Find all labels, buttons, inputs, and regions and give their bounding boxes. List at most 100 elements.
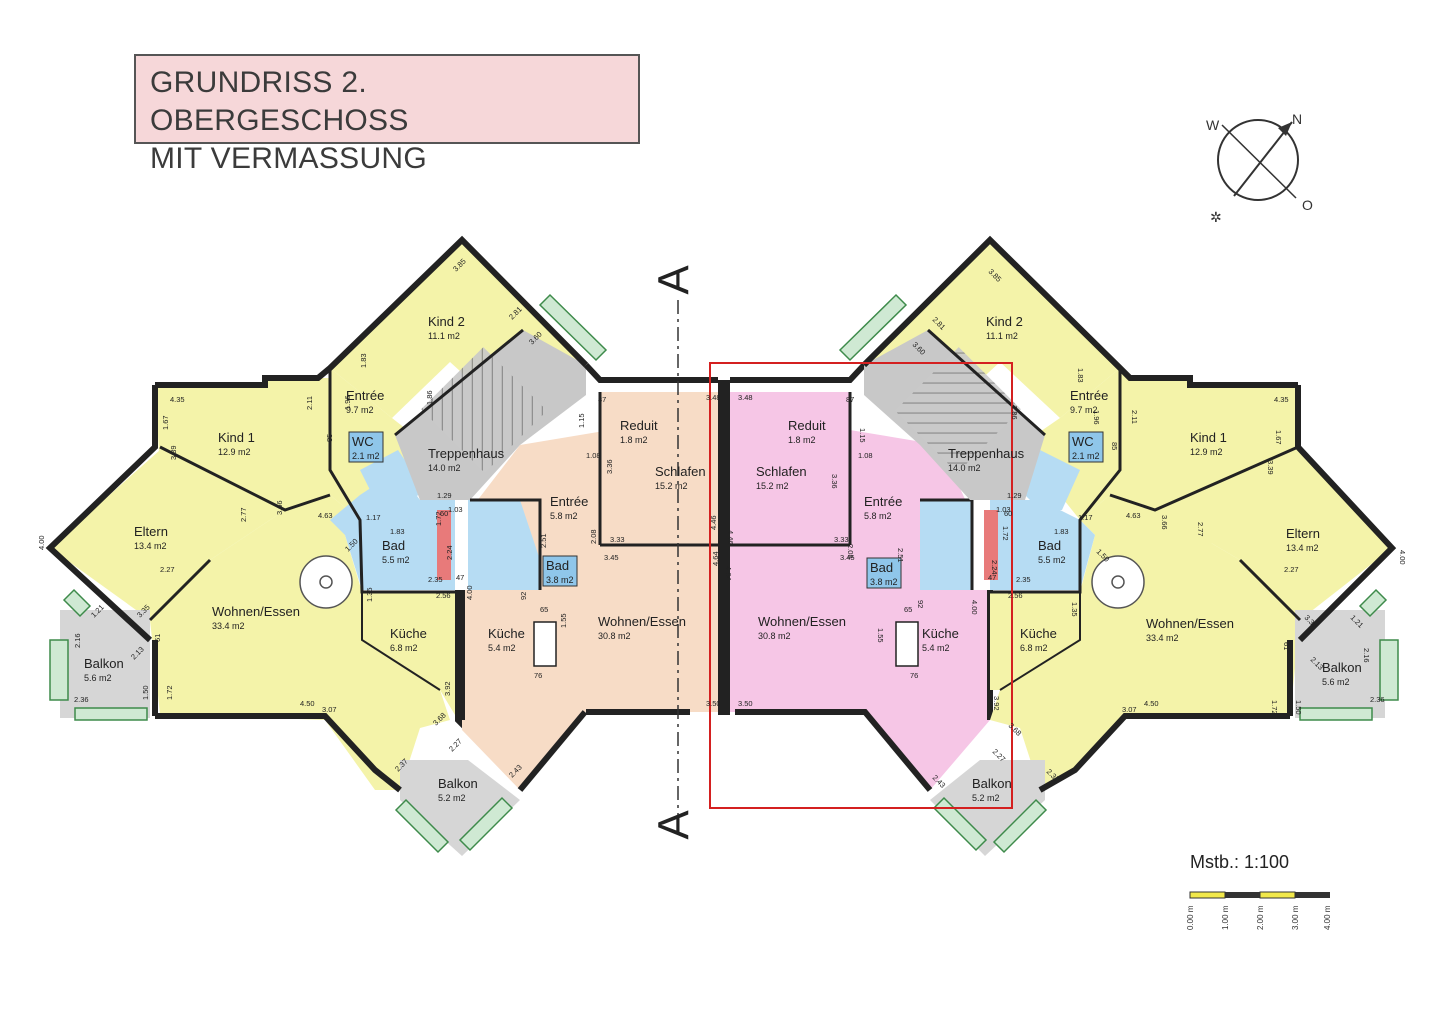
svg-text:✲: ✲: [1210, 209, 1222, 225]
dimension-label: 1.86: [1010, 405, 1019, 420]
dimension-label: 1.03: [448, 505, 463, 514]
party-wall: [718, 380, 730, 715]
room-area: 3.8 m2: [546, 575, 574, 585]
dimension-label: 1.50: [1294, 700, 1303, 715]
dimension-label: 2.77: [239, 507, 248, 522]
room-name: Wohnen/Essen: [758, 614, 846, 629]
dimension-label: 3.45: [604, 553, 619, 562]
room-area: 15.2 m2: [756, 481, 789, 491]
room-name: Treppenhaus: [428, 446, 505, 461]
dimension-label: 85: [1110, 442, 1119, 450]
title-line-1: GRUNDRISS 2. OBERGESCHOSS: [150, 66, 409, 137]
dimension-label: 61: [1282, 642, 1291, 650]
room-name: Entrée: [550, 494, 588, 509]
room-area: 5.6 m2: [1322, 677, 1350, 687]
dimension-label: 65: [904, 605, 912, 614]
dimension-label: 3.66: [275, 500, 284, 515]
room-area: 13.4 m2: [1286, 543, 1319, 553]
dimension-label: 47: [988, 573, 996, 582]
room-area: 12.9 m2: [218, 447, 251, 457]
room-area: 5.8 m2: [550, 511, 578, 521]
dimension-label: 4.00: [37, 535, 46, 550]
room-bad-right: [990, 500, 1095, 590]
room-name: Bad: [1038, 538, 1061, 553]
dimension-label: 4.64: [724, 566, 733, 581]
room-name: Bad: [546, 558, 569, 573]
dimension-label: 76: [534, 671, 542, 680]
room-name: Kind 1: [218, 430, 255, 445]
dimension-label: 92: [916, 600, 925, 608]
room-area: 2.1 m2: [1072, 451, 1100, 461]
room-label-box: [348, 431, 384, 463]
room-area: 5.4 m2: [922, 643, 950, 653]
dimension-label: 4.63: [318, 511, 333, 520]
dimension-label: 4.50: [300, 699, 315, 708]
dimension-label: 3.92: [443, 681, 452, 696]
room-area: 33.4 m2: [212, 621, 245, 631]
room-area: 5.2 m2: [438, 793, 466, 803]
room-wc-left: [360, 450, 425, 510]
dimension-label: 2.16: [73, 633, 82, 648]
scale-tick-0: 0.00 m: [1186, 905, 1195, 930]
dimension-label: 1.83: [359, 353, 368, 368]
room-area: 6.8 m2: [390, 643, 418, 653]
dimension-label: 2.08: [846, 544, 855, 559]
left-inner-unit: [459, 362, 718, 792]
svg-text:W: W: [1206, 117, 1220, 133]
dimension-label: 4.64: [711, 551, 720, 566]
room-name: Kind 1: [1190, 430, 1227, 445]
dimension-label: 85: [325, 434, 334, 442]
room-area: 5.6 m2: [84, 673, 112, 683]
balkon-west-left: [60, 610, 150, 718]
room-area: 30.8 m2: [598, 631, 631, 641]
dimension-label: 3.45: [840, 553, 855, 562]
room-area: 14.0 m2: [428, 463, 461, 473]
room-area: 2.1 m2: [352, 451, 380, 461]
room-area: 6.8 m2: [1020, 643, 1048, 653]
dimension-label: 2.77: [1196, 522, 1205, 537]
dimension-label: 2.16: [1362, 648, 1371, 663]
scale-label: Mstb.: 1:100: [1190, 852, 1290, 872]
room-name: Balkon: [1322, 660, 1362, 675]
room-name: Balkon: [438, 776, 478, 791]
room-kueche-left: [362, 592, 458, 720]
compass-icon: W N O ✲: [1206, 111, 1313, 225]
room-area: 11.1 m2: [428, 331, 460, 341]
dimension-label: 1.83: [390, 527, 405, 536]
dimension-label: 1.55: [559, 613, 568, 628]
dimension-label: 1.17: [366, 513, 381, 522]
scale-tick-4: 4.00 m: [1323, 905, 1332, 930]
room-name: Eltern: [1286, 526, 1320, 541]
room-name: Wohnen/Essen: [212, 604, 300, 619]
room-name: Schlafen: [655, 464, 706, 479]
room-bad-mid-left: [468, 500, 540, 590]
dimension-label: 2.56: [1008, 591, 1023, 600]
room-name: Küche: [488, 626, 525, 641]
room-name: Wohnen/Essen: [598, 614, 686, 629]
dimension-label: 2.51: [896, 548, 905, 563]
room-label-box: [1068, 431, 1104, 463]
dimension-label: 3.92: [992, 696, 1001, 711]
room-area: 12.9 m2: [1190, 447, 1223, 457]
dimension-label: 2.11: [305, 396, 314, 410]
room-name: Entrée: [346, 388, 384, 403]
svg-text:O: O: [1302, 197, 1313, 213]
room-reduit-left: [610, 415, 665, 450]
dimension-label: 3.39: [169, 445, 178, 460]
right-outer-unit: [838, 235, 1399, 856]
room-wohnen-right: [990, 495, 1300, 790]
dimension-label: 2.08: [589, 529, 598, 544]
dimension-label: 1.83: [1076, 368, 1085, 383]
room-area: 9.7 m2: [346, 405, 374, 415]
scale-tick-3: 3.00 m: [1291, 905, 1300, 930]
dimension-label: 60: [1004, 509, 1012, 518]
scale-bar: [1189, 891, 1330, 899]
room-schlafen-right: [730, 392, 850, 545]
dimension-label: 1.72: [434, 511, 443, 526]
title-line-2: MIT VERMASSUNG: [150, 142, 428, 175]
dimension-label: 2.36: [1370, 695, 1385, 704]
dimension-label: 2.11: [1130, 410, 1139, 424]
dimension-label: 4.35: [170, 395, 185, 404]
dimension-label: 3.36: [830, 474, 839, 489]
dimension-label: 4.00: [465, 585, 474, 600]
